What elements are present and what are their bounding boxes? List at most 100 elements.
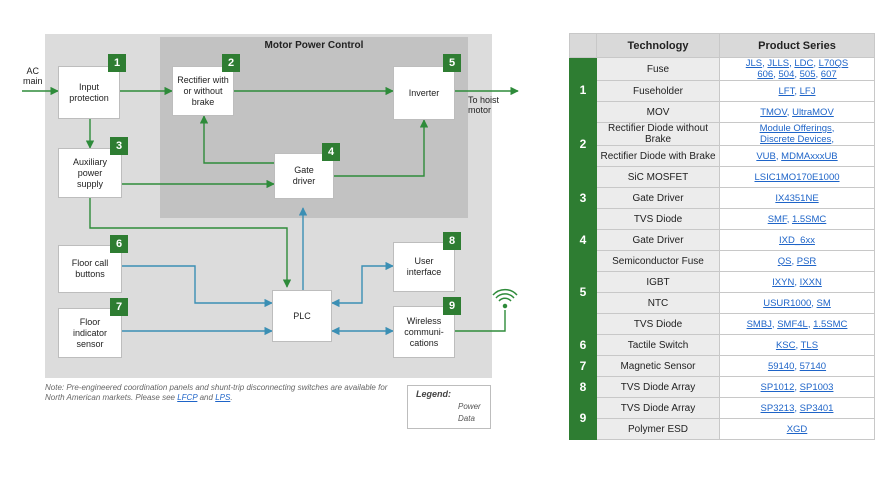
group-number-2: 2 [569, 122, 597, 167]
footnote: Note: Pre-engineered coordination panels… [45, 383, 388, 402]
product-series-link[interactable]: TMOV [760, 106, 787, 118]
product-series-link[interactable]: 505 [799, 69, 816, 80]
technology-cell: TVS Diode Array [596, 376, 720, 398]
lps-link[interactable]: LPS [215, 393, 231, 402]
technology-cell: Semiconductor Fuse [596, 250, 720, 272]
technology-cell: NTC [596, 292, 720, 314]
table-header-row: Technology Product Series [569, 33, 875, 58]
product-series-link[interactable]: SP3213 [760, 402, 795, 414]
legend-power-label: Power [458, 402, 481, 411]
group-number-5: 5 [569, 250, 597, 335]
product-series-cell: IXD_6xx [719, 229, 875, 251]
product-series-link[interactable]: 606 [757, 69, 774, 80]
product-series-link[interactable]: VUB [756, 150, 776, 162]
technology-cell: Fuse [596, 57, 720, 81]
product-series-link[interactable]: 504 [778, 69, 795, 80]
product-series-link[interactable]: LFT [778, 85, 795, 97]
product-series-link[interactable]: 57140 [799, 360, 827, 372]
product-series-link[interactable]: UltraMOV [792, 106, 834, 118]
product-series-cell: VUB, MDMAxxxUB [719, 145, 875, 167]
product-series-link[interactable]: SMF [767, 213, 787, 225]
product-series-link[interactable]: 607 [820, 69, 837, 80]
product-series-cell: TMOV, UltraMOV [719, 101, 875, 123]
technology-cell: TVS Diode Array [596, 397, 720, 419]
technology-cell: Tactile Switch [596, 334, 720, 356]
product-series-link[interactable]: SM [816, 297, 831, 309]
product-series-link[interactable]: IX4351NE [775, 192, 819, 204]
product-series-link[interactable]: L70QS [818, 58, 849, 69]
product-series-cell: KSC, TLS [719, 334, 875, 356]
product-series-link[interactable]: SMF4L [777, 318, 808, 330]
product-series-link[interactable]: IXXN [799, 276, 822, 288]
group-number-8: 8 [569, 376, 597, 398]
technology-cell: MOV [596, 101, 720, 123]
data-line-plc-8 [331, 261, 394, 308]
product-series-link[interactable]: 59140 [767, 360, 795, 372]
product-series-link[interactable]: TLS [800, 339, 819, 351]
product-series-link[interactable]: SP1012 [760, 381, 795, 393]
motor-power-control-title: Motor Power Control [264, 40, 364, 51]
technology-cell: TVS Diode [596, 208, 720, 230]
product-series-link[interactable]: PSR [796, 255, 817, 267]
product-series-link[interactable]: JLLS [767, 58, 790, 69]
product-series-link[interactable]: LDC [794, 58, 814, 69]
product-series-link[interactable]: 1.5SMC [791, 213, 827, 225]
product-series-link[interactable]: XGD [786, 423, 808, 435]
power-line-4-2 [199, 115, 274, 164]
legend-title: Legend: [416, 389, 451, 399]
product-series-cell: SMBJ, SMF4L, 1.5SMC [719, 313, 875, 335]
group-number-7: 7 [569, 355, 597, 377]
lfcp-link[interactable]: LFCP [177, 393, 198, 402]
product-series-link[interactable]: JLS [745, 58, 763, 69]
product-series-link[interactable]: USUR1000 [763, 297, 812, 309]
product-series-link[interactable]: LFJ [799, 85, 816, 97]
product-series-link[interactable]: Module Offerings [759, 123, 832, 134]
product-series-cell: IX4351NE [719, 187, 875, 209]
product-series-link[interactable]: SMBJ [746, 318, 772, 330]
group-number-6: 6 [569, 334, 597, 356]
badge-9: 9 [443, 297, 461, 315]
technology-cell: Gate Driver [596, 229, 720, 251]
product-series-link[interactable]: IXYN [772, 276, 795, 288]
legend-data-label: Data [458, 414, 475, 423]
product-series-link[interactable]: Discrete Devices [760, 134, 832, 145]
product-series-cell: IXYN, IXXN [719, 271, 875, 293]
badge-3: 3 [110, 137, 128, 155]
product-series-link[interactable]: SP1003 [799, 381, 834, 393]
product-series-link[interactable]: QS [777, 255, 792, 267]
product-series-link[interactable]: IXD_6xx [779, 234, 815, 246]
product-series-link[interactable]: KSC [775, 339, 796, 351]
group-number-3: 3 [569, 166, 597, 230]
badge-8: 8 [443, 232, 461, 250]
badge-5: 5 [443, 54, 461, 72]
power-line-3-plc [89, 198, 292, 288]
badge-1: 1 [108, 54, 126, 72]
product-series-link[interactable]: MDMAxxxUB [781, 150, 838, 162]
technology-cell: Rectifier Diode with Brake [596, 145, 720, 167]
header-technology: Technology [596, 33, 720, 58]
badge-6: 6 [110, 235, 128, 253]
product-series-link[interactable]: LSIC1MO170E1000 [754, 171, 840, 183]
technology-cell: Polymer ESD [596, 418, 720, 440]
product-series-cell: SP1012, SP1003 [719, 376, 875, 398]
product-series-link[interactable]: 1.5SMC [813, 318, 848, 330]
legend: Legend: Power Data [407, 385, 491, 429]
product-series-cell: LSIC1MO170E1000 [719, 166, 875, 188]
technology-cell: Rectifier Diode without Brake [596, 122, 720, 146]
product-series-link[interactable]: SP3401 [799, 402, 834, 414]
